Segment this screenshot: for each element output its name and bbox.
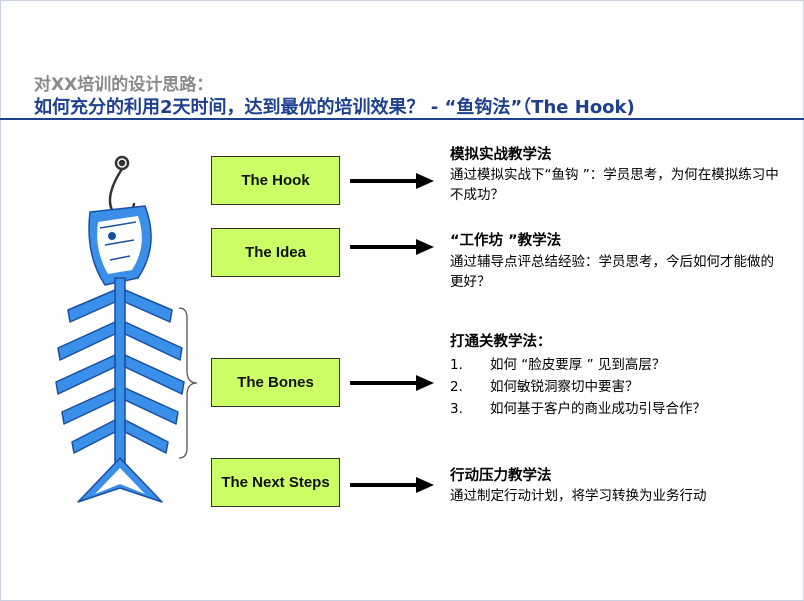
next-section-title: 行动压力教学法 [450, 468, 552, 484]
right-arrow-icon [350, 375, 434, 391]
right-arrow-icon [350, 477, 434, 493]
hook-section-title: 模拟实战教学法 [450, 147, 552, 163]
list-item-text: 如何基于客户的商业成功引导合作？ [490, 401, 706, 417]
box-the-next-steps: The Next Steps [211, 458, 340, 507]
fish-skeleton-icon [55, 155, 185, 503]
list-item-text: 如何敏锐洞察切中要害？ [490, 379, 639, 395]
slide-title-line1: 对XX培训的设计思路： [34, 75, 214, 95]
idea-section-title: “工作坊 ”教学法 [450, 233, 562, 249]
idea-section-body: 通过辅导点评总结经验：学员思考，今后如何才能做的更好？ [450, 254, 774, 290]
slide-title-line2: 如何充分的利用2天时间，达到最优的培训效果？ - “鱼钩法”（The Hook) [34, 97, 635, 118]
right-arrow-icon [350, 173, 434, 189]
curly-brace-icon [178, 307, 198, 459]
bones-list-item: 3. 如何基于客户的商业成功引导合作？ [450, 397, 706, 417]
box-the-bones: The Bones [211, 358, 340, 407]
right-arrow-icon [350, 239, 434, 255]
next-section-body: 通过制定行动计划，将学习转换为业务行动 [450, 488, 707, 504]
bones-section-title: 打通关教学法： [450, 334, 552, 350]
bones-list-item: 1. 如何 “脸皮要厚 ” 见到高层？ [450, 353, 665, 373]
box-the-idea: The Idea [211, 228, 340, 277]
list-item-number: 2. [450, 379, 463, 395]
list-item-number: 1. [450, 357, 463, 373]
bones-list-item: 2. 如何敏锐洞察切中要害？ [450, 375, 639, 395]
list-item-text: 如何 “脸皮要厚 ” 见到高层？ [490, 357, 666, 373]
list-item-number: 3. [450, 401, 463, 417]
title-divider [0, 118, 804, 120]
hook-section-body: 通过模拟实战下“鱼钩 ”：学员思考，为何在模拟练习中不成功？ [450, 167, 779, 203]
box-the-hook: The Hook [211, 156, 340, 205]
